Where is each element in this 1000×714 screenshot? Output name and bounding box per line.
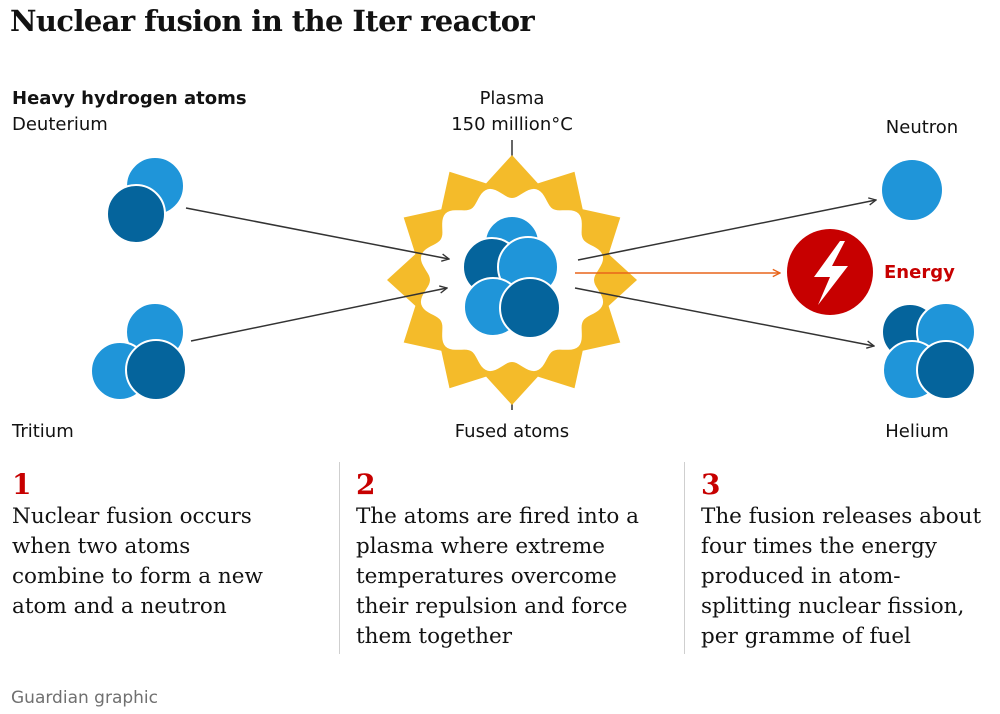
- text-line: plasma where extreme: [356, 534, 605, 559]
- text-line: temperatures overcome: [356, 564, 617, 589]
- heavy-hydrogen-label: Heavy hydrogen atoms: [12, 88, 247, 109]
- neutron-label: Neutron: [886, 117, 958, 138]
- step-3: 3 The fusion releases about four times t…: [701, 468, 981, 652]
- step-divider: [339, 462, 340, 654]
- neutron-particle: [125, 339, 187, 401]
- deuterium-arrow: [185, 207, 449, 259]
- deuterium-label: Deuterium: [12, 114, 108, 135]
- tritium-arrow: [190, 288, 447, 342]
- fused-atoms-cluster: [462, 215, 561, 339]
- helium-output-arrow: [574, 287, 874, 346]
- neutron-atom: [882, 160, 942, 220]
- text-line: produced in atom-: [701, 564, 901, 589]
- lightning-bolt-icon: [814, 241, 848, 305]
- neutron-particle: [106, 184, 166, 244]
- step-2: 2 The atoms are fired into a plasma wher…: [356, 468, 639, 652]
- energy-symbol: [787, 229, 873, 315]
- helium-atom: [881, 302, 976, 400]
- step-description: The atoms are fired into a plasma where …: [356, 502, 639, 652]
- plasma-label: Plasma: [480, 88, 545, 109]
- tritium-label: Tritium: [11, 421, 74, 442]
- energy-label: Energy: [884, 262, 955, 283]
- neutron-particle: [499, 277, 561, 339]
- neutron-particle: [916, 340, 976, 400]
- text-line: splitting nuclear fission,: [701, 594, 965, 619]
- text-line: four times the energy: [701, 534, 937, 559]
- fused-atoms-label: Fused atoms: [455, 421, 569, 442]
- text-line: when two atoms: [12, 534, 191, 559]
- text-line: combine to form a new: [12, 564, 263, 589]
- text-line: per gramme of fuel: [701, 624, 911, 649]
- plasma-temperature-label: 150 million°C: [451, 114, 573, 135]
- step-description: The fusion releases about four times the…: [701, 502, 981, 652]
- text-line: The atoms are fired into a: [356, 504, 639, 529]
- step-number: 3: [701, 468, 721, 501]
- credit-label: Guardian graphic: [11, 688, 158, 708]
- step-divider: [684, 462, 685, 654]
- text-line: The fusion releases about: [701, 504, 982, 529]
- neutron-output-arrow: [577, 200, 876, 261]
- text-line: Nuclear fusion occurs: [12, 504, 252, 529]
- text-line: their repulsion and force: [356, 594, 628, 619]
- step-number: 1: [12, 468, 32, 501]
- tritium-atom: [90, 302, 187, 401]
- deuterium-atom: [106, 156, 185, 244]
- text-line: atom and a neutron: [12, 594, 227, 619]
- helium-label: Helium: [885, 421, 949, 442]
- step-1: 1 Nuclear fusion occurs when two atoms c…: [12, 468, 263, 622]
- page-title: Nuclear fusion in the Iter reactor: [10, 4, 535, 38]
- step-description: Nuclear fusion occurs when two atoms com…: [12, 502, 263, 622]
- step-number: 2: [356, 468, 376, 501]
- fusion-diagram: Heavy hydrogen atoms Deuterium Tritium P…: [11, 88, 976, 442]
- text-line: them together: [356, 624, 512, 649]
